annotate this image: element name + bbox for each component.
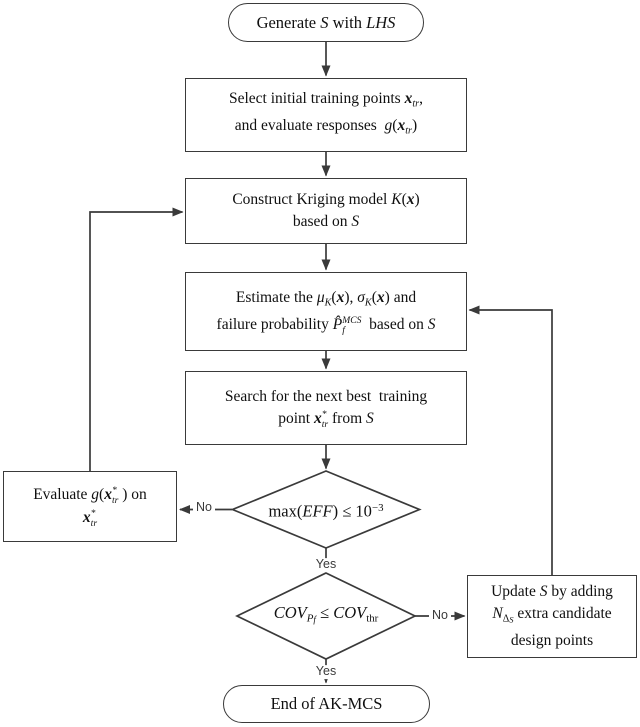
- edge-label-yes-eff: Yes: [312, 557, 340, 572]
- edge-evaluate-loop-to-kriging: [89, 207, 184, 471]
- decision-eff-label: max(EFF) ≤ 10−3: [268, 501, 384, 521]
- decision-eff-diamond: [230, 470, 422, 549]
- edge-update-loop-to-estimate: [468, 305, 553, 575]
- decision-cov-label: COVPf ≤ COVthr: [273, 602, 379, 625]
- edge-label-no-cov: No: [429, 608, 451, 623]
- node-select-training-points: Select initial training points xtr,and e…: [185, 78, 467, 152]
- edge-label-yes-cov: Yes: [312, 664, 340, 679]
- decision-cov-diamond: [235, 572, 417, 660]
- node-generate-s: Generate S with LHS: [228, 3, 424, 42]
- node-construct-kriging: Construct Kriging model K(x)based on S: [185, 178, 467, 244]
- node-end-akmcs: End of AK-MCS: [223, 685, 430, 723]
- edge-label-no-eff: No: [193, 500, 215, 515]
